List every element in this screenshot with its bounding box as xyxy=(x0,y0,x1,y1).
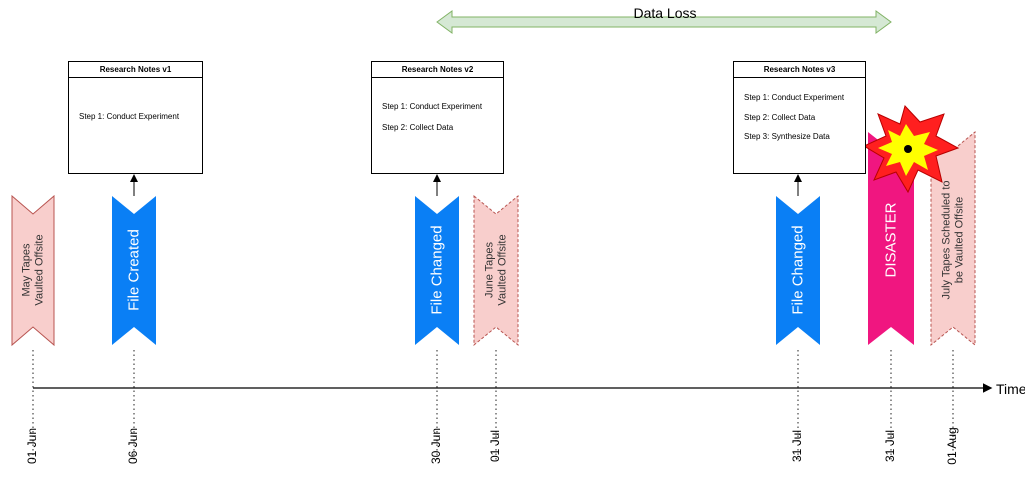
note-step: Step 1: Conduct Experiment xyxy=(744,93,845,102)
note-title: Research Notes v2 xyxy=(372,62,503,78)
time-axis-label: Time xyxy=(996,381,1025,397)
note-step: Step 1: Conduct Experiment xyxy=(79,112,180,121)
note-connectors xyxy=(130,174,802,196)
date-label: 01 Jun xyxy=(25,427,40,465)
date-label: 01 Aug xyxy=(945,427,960,465)
date-label: 31 Jul xyxy=(883,429,898,463)
data-loss-arrow xyxy=(436,10,892,34)
date-ticks xyxy=(32,350,954,462)
date-label: 01 Jul xyxy=(488,429,503,463)
june-tapes-label: June Tapes Vaulted Offsite xyxy=(483,234,508,306)
file-changed-label: File Changed xyxy=(789,225,807,315)
file-changed-chevron xyxy=(776,196,820,345)
note-title: Research Notes v1 xyxy=(69,62,202,78)
date-label: 30 Jun xyxy=(429,427,444,465)
data-loss-label: Data Loss xyxy=(633,5,697,21)
june-tapes-chevron xyxy=(473,194,519,347)
explosion-icon xyxy=(862,105,960,194)
file-created-chevron xyxy=(112,196,156,345)
note-step: Step 2: Collect Data xyxy=(744,113,816,122)
may-tapes-chevron xyxy=(11,194,55,347)
disaster-label: DISASTER xyxy=(882,202,900,278)
research-notes-v1: Research Notes v1 Step 1: Conduct Experi… xyxy=(68,61,203,174)
file-created-label: File Created xyxy=(125,229,143,311)
date-label: 06 Jun xyxy=(126,427,141,465)
note-step: Step 1: Conduct Experiment xyxy=(382,102,483,111)
may-tapes-label: May Tapes Vaulted Offsite xyxy=(20,234,45,306)
disaster-chevron xyxy=(868,132,914,345)
date-label: 31 Jul xyxy=(790,429,805,463)
research-notes-v3: Research Notes v3 Step 1: Conduct Experi… xyxy=(733,61,866,174)
file-changed-chevron xyxy=(415,196,459,345)
research-notes-v2: Research Notes v2 Step 1: Conduct Experi… xyxy=(371,61,504,174)
july-tapes-chevron xyxy=(930,130,976,347)
note-step: Step 3: Synthesize Data xyxy=(744,132,830,141)
note-step: Step 2: Collect Data xyxy=(382,123,454,132)
july-tapes-label: July Tapes Scheduled to be Vaulted Offsi… xyxy=(940,180,965,300)
note-title: Research Notes v3 xyxy=(734,62,865,78)
file-changed-label: File Changed xyxy=(428,225,446,315)
